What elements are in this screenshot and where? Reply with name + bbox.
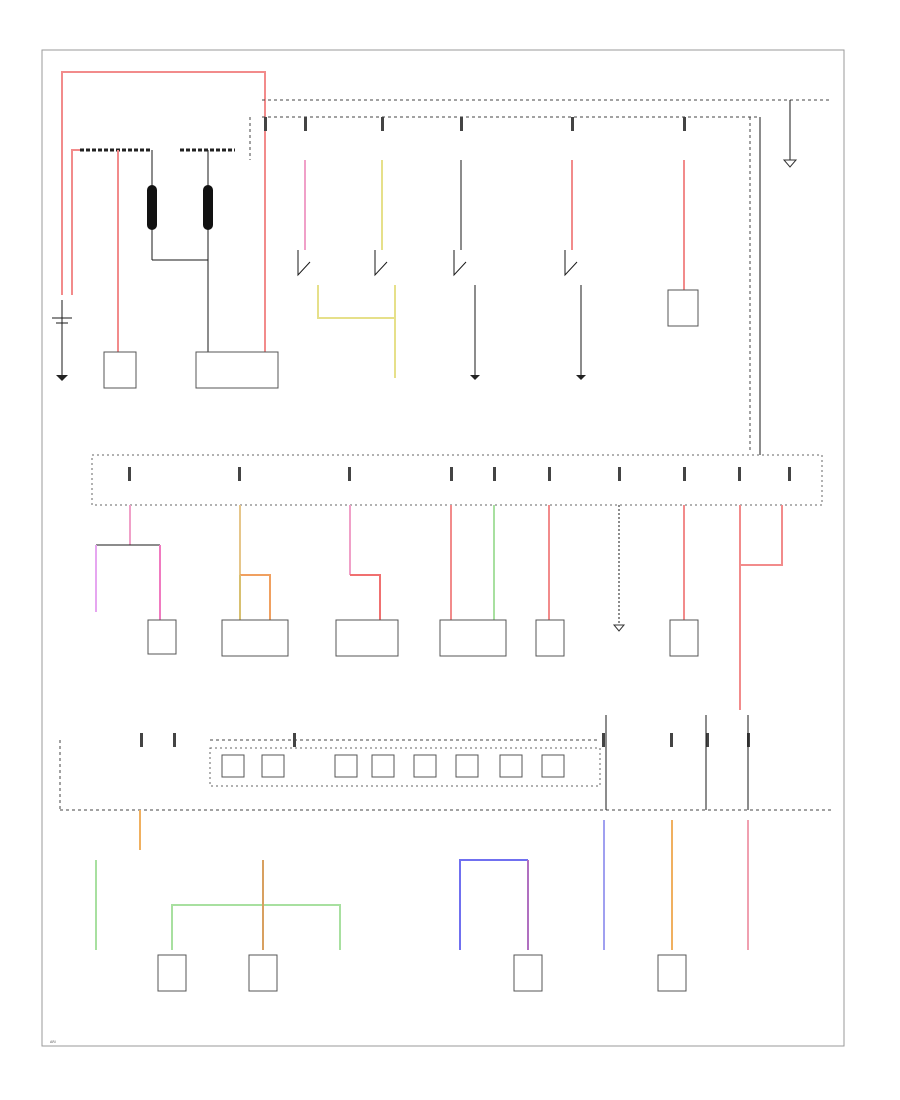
relay-icon	[541, 754, 565, 778]
switch-output-wire	[317, 285, 395, 319]
component-box	[147, 619, 177, 655]
relay-icon-row	[221, 754, 565, 778]
fuse-icon	[381, 117, 384, 131]
relay-group-box	[209, 747, 601, 787]
fuse-icon	[571, 117, 574, 131]
connector-arrow-icon	[782, 159, 798, 168]
relay-icon	[499, 754, 523, 778]
fuse-icon	[348, 467, 351, 481]
fuse-icon	[548, 467, 551, 481]
fuse-icon	[304, 117, 307, 131]
corner-label: ARI	[50, 1040, 56, 1044]
fusible-link-icon	[147, 185, 157, 230]
circuit-wire-green-2	[171, 904, 341, 950]
component-box	[335, 619, 399, 657]
relay-icon	[455, 754, 479, 778]
diagram-border	[41, 49, 845, 1047]
ground-icon	[576, 375, 586, 380]
generator	[195, 351, 279, 389]
fuse-icon	[706, 733, 709, 747]
circuit-wire-blue	[459, 859, 528, 950]
battery-feed-wire	[61, 71, 266, 300]
fuse-icon	[264, 117, 267, 131]
switch-icon	[453, 250, 467, 277]
ground-icon	[470, 375, 480, 380]
relay-icon	[261, 754, 285, 778]
component-box	[669, 619, 699, 657]
fuse-icon	[173, 733, 176, 747]
starter-motor	[103, 351, 137, 389]
middle-fuse-row	[128, 467, 791, 481]
ground-icon	[56, 375, 68, 381]
fuse-icon	[460, 117, 463, 131]
fuse-icon	[128, 467, 131, 481]
fuse-icon	[602, 733, 605, 747]
fuse-icon	[788, 467, 791, 481]
component-box	[439, 619, 507, 657]
fuse-icon	[238, 467, 241, 481]
fuse-icon	[618, 467, 621, 481]
component-box	[513, 954, 543, 992]
switch-icon	[564, 250, 578, 277]
switch-icon	[374, 250, 388, 277]
fuse-icon	[140, 733, 143, 747]
relay-icon	[221, 754, 245, 778]
relay-icon	[413, 754, 437, 778]
circuit-wire-red-2	[740, 505, 783, 566]
fuse-icon	[450, 467, 453, 481]
relay-icon	[371, 754, 395, 778]
fuse-icon	[293, 733, 296, 747]
fuse-icon	[738, 467, 741, 481]
relay-icon	[334, 754, 358, 778]
component-box	[535, 619, 565, 657]
fuse-icon	[683, 117, 686, 131]
circuit-wire-orange	[240, 574, 271, 620]
component-box	[157, 954, 187, 992]
fusible-link-icon-2	[203, 185, 213, 230]
fuse-icon	[683, 467, 686, 481]
fuse-icon	[670, 733, 673, 747]
component-box	[221, 619, 289, 657]
connector-arrow-icon	[612, 624, 626, 632]
circuit-wire-red	[350, 574, 381, 620]
component-box	[667, 289, 699, 327]
fuse-box-middle	[91, 454, 823, 506]
top-fuse-row	[264, 117, 686, 131]
switch-icon	[297, 250, 311, 277]
component-box	[657, 954, 687, 992]
component-box	[248, 954, 278, 992]
fuse-icon	[493, 467, 496, 481]
battery-feed-wire-2	[71, 149, 82, 295]
switch-row	[297, 250, 578, 277]
